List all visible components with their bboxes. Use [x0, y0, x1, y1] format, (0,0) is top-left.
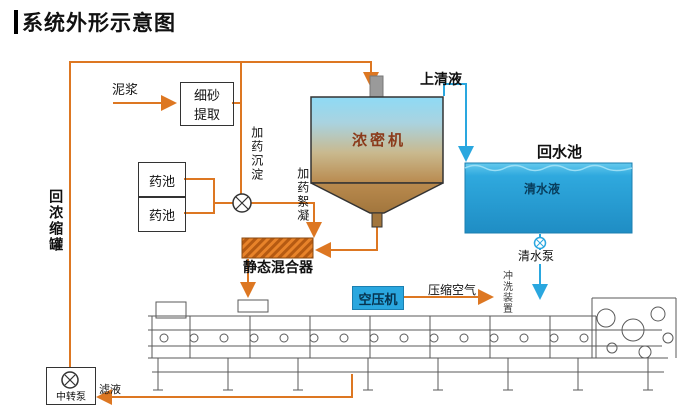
transfer-pump-label: 中转泵	[56, 392, 86, 403]
clear-water-label: 清水液	[524, 182, 561, 196]
return-pool-label: 回水池	[537, 143, 583, 161]
transfer-pump-box: 中转泵	[46, 367, 96, 405]
chem-tank-2-box: 药池	[138, 196, 186, 232]
static-mixer-label: 静态混合器	[243, 260, 313, 276]
filtrate-label: 滤液	[99, 383, 121, 396]
chem-tank-2-label: 药池	[148, 208, 175, 224]
air-compressor-label: 空压机	[358, 292, 398, 308]
dosing-pump-icon	[232, 193, 252, 213]
sand-extract-line1: 细砂	[193, 89, 220, 104]
title-text: 系统外形示意图	[22, 11, 176, 35]
thickener-label: 浓密机	[352, 131, 407, 149]
orange-pipes	[69, 61, 494, 405]
return-pool-tank	[464, 162, 633, 234]
dose-floc-label: 加药絮凝	[295, 167, 310, 223]
thickener-tank	[310, 75, 444, 228]
clear-water-pump-icon	[533, 236, 547, 250]
compressed-air-label: 压缩空气	[428, 283, 477, 297]
clear-pump-label: 清水泵	[517, 249, 556, 264]
chem-tank-1-label: 药池	[148, 174, 175, 190]
dose-settle-label: 加药沉淀	[249, 126, 264, 182]
air-compressor-box: 空压机	[352, 286, 404, 310]
page-title: 系统外形示意图	[14, 7, 176, 37]
supernatant-label: 上清液	[420, 72, 462, 88]
chem-tank-1-box: 药池	[138, 162, 186, 198]
static-mixer-body	[241, 237, 314, 259]
belt-press-machine	[148, 297, 677, 391]
title-accent-bar	[14, 10, 18, 34]
sand-extract-box: 细砂 提取	[180, 82, 234, 126]
transfer-pump-icon	[61, 371, 79, 389]
sand-extract-line2: 提取	[193, 108, 220, 123]
return-tank-label: 回浓缩罐	[47, 189, 64, 253]
flush-device-label: 冲洗装置	[500, 270, 512, 314]
mud-label: 泥浆	[112, 83, 139, 98]
